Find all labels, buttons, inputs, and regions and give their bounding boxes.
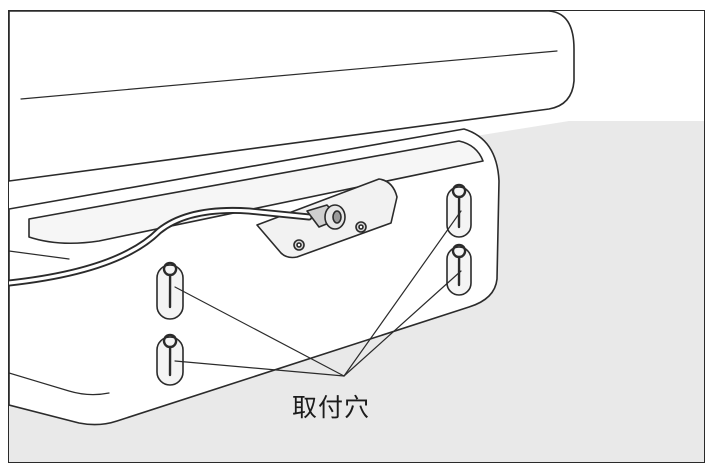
soundbar-top-face <box>28 140 484 245</box>
screw-left-inner <box>296 242 302 248</box>
shelf-top <box>9 11 575 182</box>
keyhole-right-bottom <box>451 243 467 287</box>
body-side-seam <box>9 250 70 260</box>
keyhole-right-top <box>451 183 467 229</box>
plug-tip <box>332 210 342 224</box>
illustration-frame <box>8 10 705 463</box>
mounting-holes-label: 取付穴 <box>292 393 371 422</box>
keyhole-left-bottom <box>162 333 178 377</box>
shelf-edge-line <box>20 50 558 100</box>
power-cable-highlight <box>9 208 311 285</box>
callout-leader-lines <box>174 210 462 377</box>
soundbar-back-illustration <box>9 11 704 426</box>
keyhole-left-top <box>162 261 178 309</box>
body-bottom-edge <box>9 372 110 396</box>
screw-right-inner <box>358 224 364 230</box>
